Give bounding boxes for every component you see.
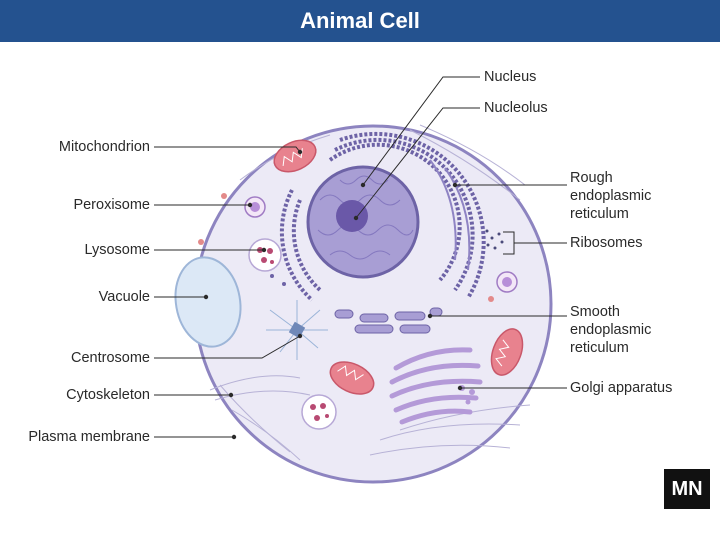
label-plasma-membrane: Plasma membrane bbox=[28, 429, 150, 445]
label-golgi-apparatus: Golgi apparatus bbox=[570, 380, 673, 396]
leader-lines bbox=[154, 76, 567, 438]
lysosome-top bbox=[248, 238, 282, 272]
mn-logo: MN bbox=[664, 469, 710, 509]
label-smooth-er-line1: Smooth bbox=[570, 304, 620, 320]
label-cytoskeleton: Cytoskeleton bbox=[66, 387, 150, 403]
label-mitochondrion: Mitochondrion bbox=[58, 139, 150, 155]
lysosome-bottom bbox=[301, 394, 337, 430]
cytoplasm-particles bbox=[198, 193, 494, 302]
mitochondrion-top bbox=[273, 139, 317, 173]
label-smooth-er-line3: reticulum bbox=[570, 340, 629, 356]
nucleolus bbox=[336, 200, 368, 232]
label-vacuole: Vacuole bbox=[98, 289, 150, 305]
golgi-apparatus bbox=[389, 347, 483, 425]
title-bar: Animal Cell bbox=[0, 0, 720, 42]
chromatin bbox=[317, 175, 414, 260]
ribosomes bbox=[485, 229, 504, 250]
mitochondrion-right bbox=[490, 328, 524, 376]
cytoskeleton-fibers bbox=[209, 124, 531, 461]
label-rough-er-line2: endoplasmic bbox=[570, 188, 652, 204]
page-title: Animal Cell bbox=[300, 8, 420, 33]
label-rough-er-line1: Rough bbox=[570, 170, 613, 186]
label-nucleus: Nucleus bbox=[484, 69, 537, 85]
smooth-er bbox=[334, 307, 443, 334]
rough-er-ribbons bbox=[429, 159, 471, 271]
label-rough-er-line3: reticulum bbox=[570, 206, 629, 222]
label-smooth-er-line2: endoplasmic bbox=[570, 322, 652, 338]
vacuole bbox=[174, 256, 242, 348]
label-centrosome: Centrosome bbox=[71, 350, 150, 366]
label-smooth-er: Smooth endoplasmic reticulum bbox=[570, 303, 651, 357]
label-nucleolus: Nucleolus bbox=[484, 100, 548, 116]
label-peroxisome: Peroxisome bbox=[73, 197, 150, 213]
label-ribosomes: Ribosomes bbox=[570, 235, 643, 251]
leader-dots bbox=[203, 149, 463, 440]
label-rough-er: Rough endoplasmic reticulum bbox=[570, 169, 651, 223]
mitochondrion-bottom bbox=[329, 361, 375, 395]
label-lysosome: Lysosome bbox=[84, 242, 150, 258]
